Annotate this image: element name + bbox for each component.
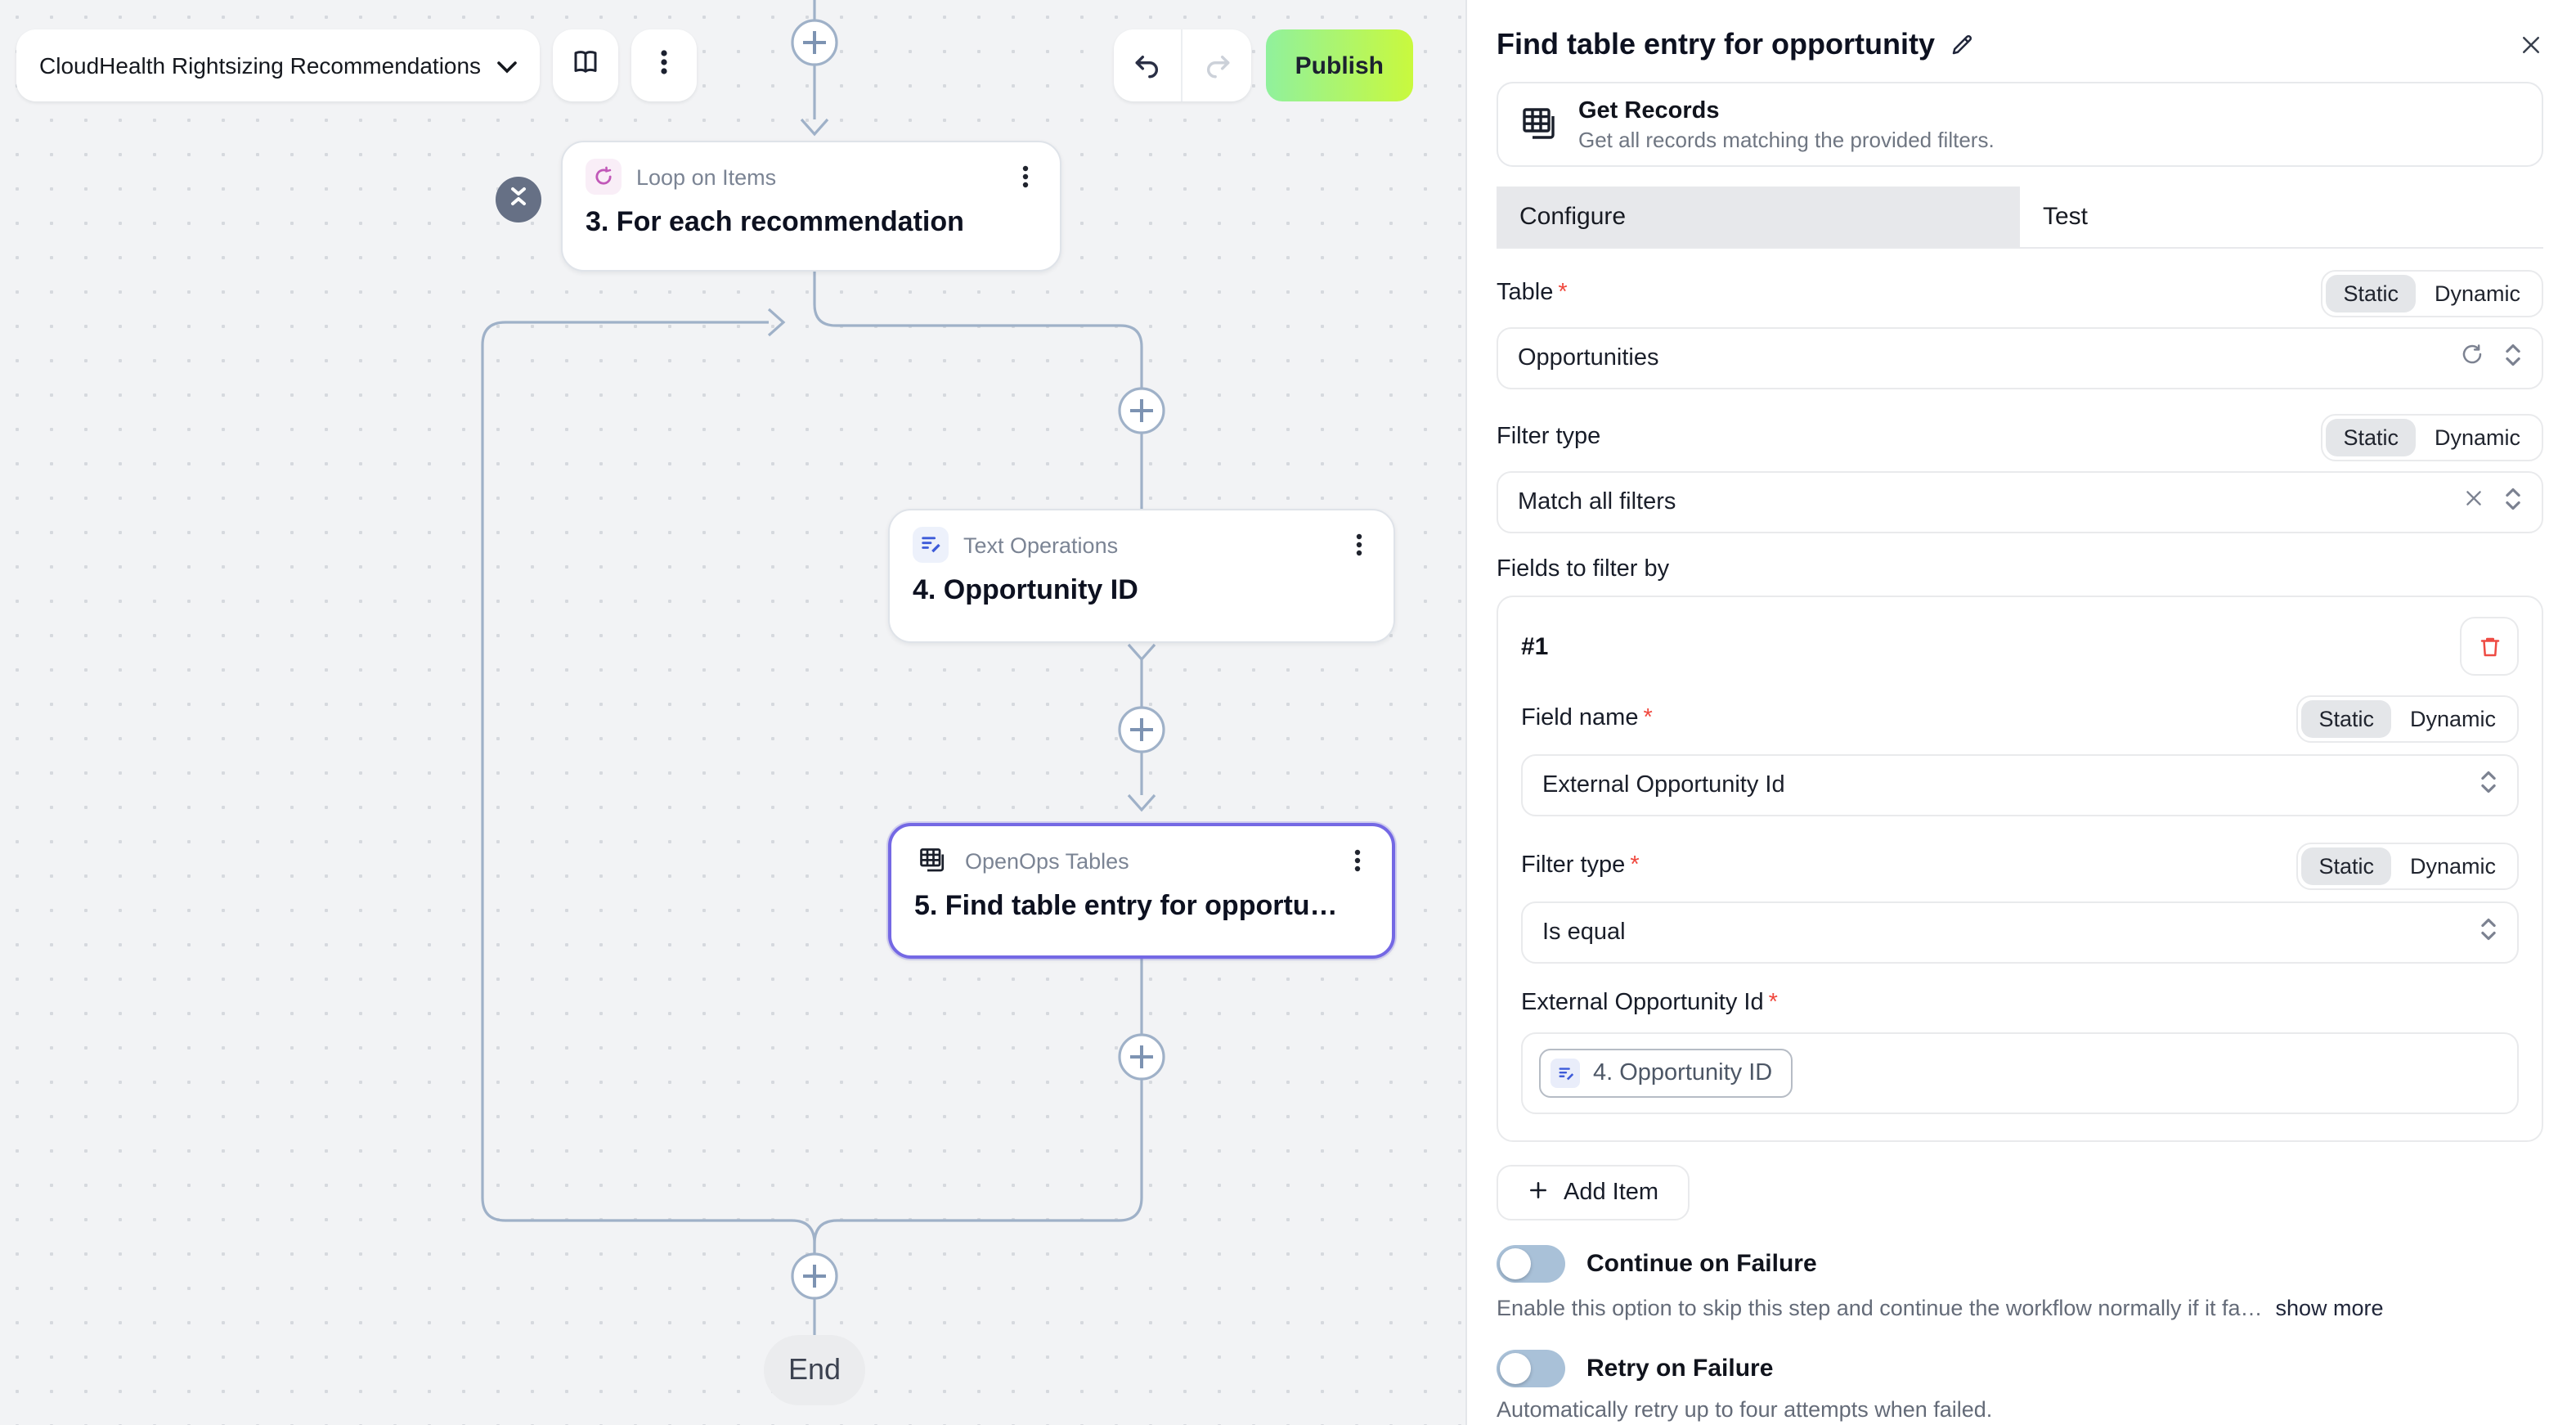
continue-on-failure-toggle[interactable]	[1497, 1245, 1565, 1283]
history-controls	[1113, 29, 1251, 101]
unfold-icon	[2480, 768, 2497, 802]
publish-button[interactable]: Publish	[1265, 29, 1413, 101]
tables-icon	[1519, 105, 1559, 144]
dynamic-option[interactable]: Dynamic	[2409, 853, 2496, 878]
filter-item-group: #1 Field name* Static Dynamic External O…	[1497, 596, 2543, 1142]
action-summary-card: Get Records Get all records matching the…	[1497, 82, 2543, 167]
node-type-label: OpenOps Tables	[965, 848, 1129, 873]
external-opportunity-id-label: External Opportunity Id*	[1521, 990, 1778, 1016]
clear-icon[interactable]	[2463, 488, 2484, 517]
flow-name-select[interactable]: CloudHealth Rightsizing Recommendations	[16, 29, 541, 101]
delete-filter-item-button[interactable]	[2460, 617, 2519, 676]
add-step-button-top[interactable]	[791, 19, 838, 66]
step-title: Find table entry for opportunity	[1497, 27, 1935, 60]
node-loop-on-items[interactable]: Loop on Items 3. For each recommendation	[561, 141, 1061, 272]
collapse-loop-button[interactable]	[496, 177, 541, 223]
refresh-icon[interactable]	[2460, 342, 2484, 375]
collapse-icon	[505, 182, 532, 217]
docs-button[interactable]	[553, 29, 619, 101]
node-menu-button[interactable]	[1014, 164, 1037, 190]
item-filter-type-static-dynamic-toggle: Static Dynamic	[2296, 842, 2519, 889]
chevron-down-icon	[497, 52, 517, 79]
canvas-menu-button[interactable]	[631, 29, 698, 101]
action-name: Get Records	[1578, 97, 1720, 124]
node-menu-button[interactable]	[1346, 847, 1369, 874]
flow-edges	[481, 0, 1165, 1335]
book-icon	[571, 47, 600, 84]
filter-type-static-dynamic-toggle: Static Dynamic	[2320, 413, 2543, 461]
static-option[interactable]: Static	[2325, 418, 2417, 456]
fields-to-filter-label: Fields to filter by	[1497, 556, 1670, 582]
add-item-button[interactable]: Add Item	[1497, 1165, 1690, 1220]
node-openops-tables[interactable]: OpenOps Tables 5. Find table entry for o…	[888, 823, 1395, 959]
item-filter-type-select[interactable]: Is equal	[1521, 901, 2519, 964]
add-step-button-2[interactable]	[1118, 706, 1165, 753]
node-text-operations[interactable]: Text Operations 4. Opportunity ID	[888, 509, 1395, 643]
external-opportunity-id-input[interactable]: 4. Opportunity ID	[1521, 1032, 2519, 1114]
field-name-select[interactable]: External Opportunity Id	[1521, 754, 2519, 816]
continue-on-failure-label: Continue on Failure	[1586, 1250, 1817, 1278]
table-select[interactable]: Opportunities	[1497, 327, 2543, 389]
unfold-icon	[2480, 915, 2497, 950]
plus-icon	[1528, 1179, 1549, 1207]
end-label: End	[788, 1353, 841, 1386]
flow-name: CloudHealth Rightsizing Recommendations	[39, 52, 482, 79]
undo-button[interactable]	[1114, 29, 1183, 101]
filter-type-field-label: Filter type	[1497, 424, 1601, 450]
node-title: 5. Find table entry for opportu…	[914, 890, 1338, 921]
retry-on-failure-toggle[interactable]	[1497, 1350, 1565, 1387]
dynamic-option[interactable]: Dynamic	[2434, 425, 2520, 449]
loop-icon	[586, 159, 622, 195]
tab-configure[interactable]: Configure	[1497, 187, 2020, 247]
dynamic-option[interactable]: Dynamic	[2434, 281, 2520, 305]
text-operations-icon	[913, 527, 949, 563]
dynamic-option[interactable]: Dynamic	[2409, 706, 2496, 730]
field-name-label: Field name*	[1521, 705, 1653, 731]
static-option[interactable]: Static	[2300, 847, 2392, 884]
redo-button[interactable]	[1183, 29, 1251, 101]
unfold-icon	[2504, 341, 2522, 375]
field-name-static-dynamic-toggle: Static Dynamic	[2296, 695, 2519, 742]
static-option[interactable]: Static	[2325, 274, 2417, 312]
table-field-label: Table*	[1497, 280, 1568, 306]
kebab-icon	[653, 47, 675, 84]
add-step-button-1[interactable]	[1118, 387, 1165, 434]
step-output-token[interactable]: 4. Opportunity ID	[1539, 1049, 1793, 1098]
filter-type-select[interactable]: Match all filters	[1497, 471, 2543, 533]
item-filter-type-label: Filter type*	[1521, 852, 1640, 879]
node-menu-button[interactable]	[1348, 532, 1371, 558]
tables-icon	[914, 843, 950, 879]
text-operations-icon	[1551, 1059, 1580, 1088]
end-node: End	[764, 1335, 865, 1405]
panel-tabs: Configure Test	[1497, 187, 2543, 249]
continue-on-failure-description: Enable this option to skip this step and…	[1497, 1296, 2384, 1320]
table-static-dynamic-toggle: Static Dynamic	[2320, 269, 2543, 317]
node-type-label: Loop on Items	[636, 164, 777, 189]
filter-item-index: #1	[1521, 632, 1549, 660]
retry-on-failure-description: Automatically retry up to four attempts …	[1497, 1397, 1993, 1422]
static-option[interactable]: Static	[2300, 699, 2392, 737]
token-label: 4. Opportunity ID	[1593, 1060, 1773, 1086]
step-settings-panel: Find table entry for opportunity Get Rec…	[1465, 0, 2576, 1425]
node-title: 4. Opportunity ID	[913, 574, 1138, 605]
flow-canvas[interactable]: Loop on Items 3. For each recommendation…	[0, 0, 1465, 1425]
action-description: Get all records matching the provided fi…	[1578, 127, 1995, 151]
rename-step-button[interactable]	[1950, 32, 1974, 56]
node-title: 3. For each recommendation	[586, 206, 964, 237]
add-step-button-bottom[interactable]	[791, 1252, 838, 1300]
add-step-button-3[interactable]	[1118, 1033, 1165, 1081]
unfold-icon	[2504, 485, 2522, 519]
close-panel-button[interactable]	[2519, 32, 2543, 56]
show-more-link[interactable]: show more	[2275, 1296, 2384, 1320]
retry-on-failure-label: Retry on Failure	[1586, 1355, 1774, 1382]
node-type-label: Text Operations	[963, 533, 1119, 557]
tab-test[interactable]: Test	[2043, 203, 2089, 231]
